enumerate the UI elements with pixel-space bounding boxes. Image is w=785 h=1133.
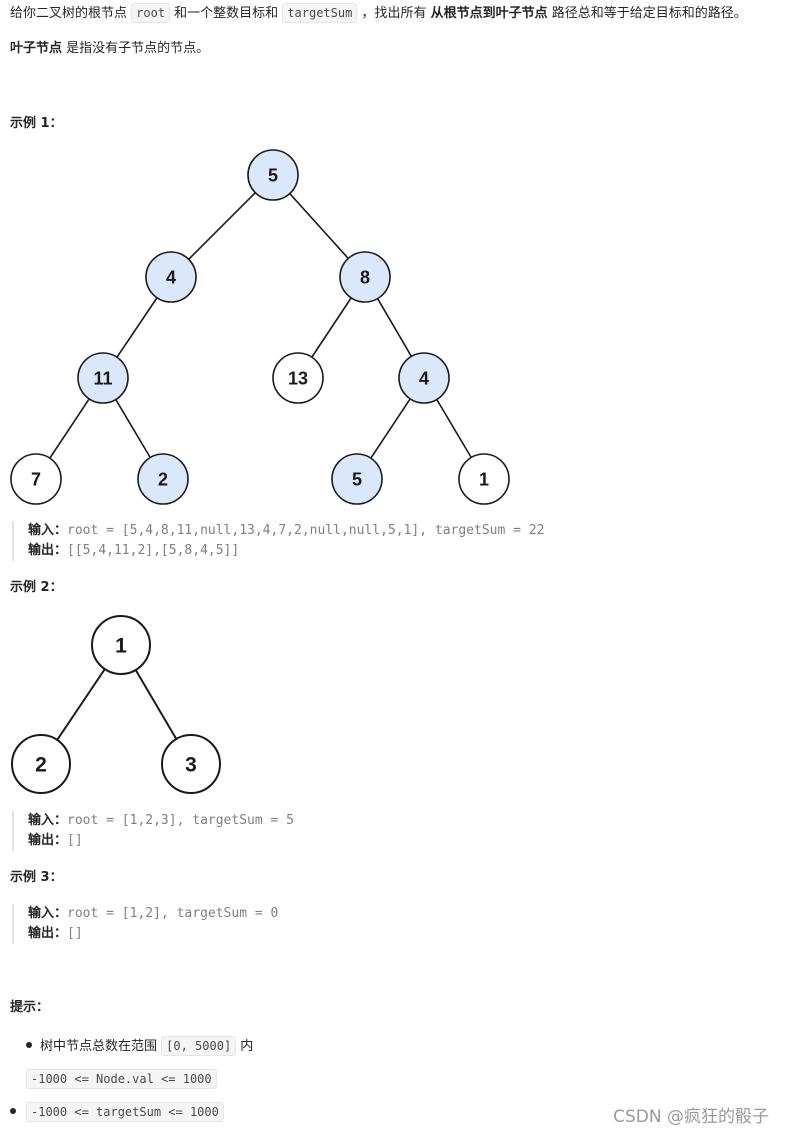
example2-output-key: 输出： <box>28 833 68 848</box>
tree1-node: 1 <box>458 453 510 505</box>
desc-text-4: 路径总和等于给定目标和的路径。 <box>547 6 747 21</box>
example1-input-key: 输入： <box>28 523 68 538</box>
tree1-node: 4 <box>145 251 197 303</box>
hints-title: 提示： <box>10 1000 50 1015</box>
example1-title: 示例 1： <box>10 116 63 131</box>
code-targetsum: targetSum <box>282 3 358 23</box>
tree1-node-label: 5 <box>352 469 362 489</box>
tree1-node: 5 <box>247 149 299 201</box>
tree1-node: 7 <box>10 453 62 505</box>
tree2-node-circle <box>91 615 151 675</box>
tree2-node-label: 3 <box>185 754 197 777</box>
desc-text-2: 和一个整数目标和 <box>170 6 283 21</box>
tree1-node-circle <box>247 149 299 201</box>
tree1-node-circle <box>272 352 324 404</box>
example1-input-value: root = [5,4,8,11,null,13,4,7,2,null,null… <box>67 523 545 538</box>
tree1-node: 5 <box>331 453 383 505</box>
example2-output-value: [] <box>67 833 83 848</box>
example1-output-line: 输出：[[5,4,11,2],[5,8,4,5]] <box>28 541 544 561</box>
desc-text-1: 给你二叉树的根节点 <box>10 6 132 21</box>
example1-tree-diagram: 5 4 8 11 13 4 7 2 5 1 <box>10 149 510 505</box>
problem-description: 给你二叉树的根节点 root 和一个整数目标和 targetSum ，找出所有 … <box>10 3 747 23</box>
example3-output-key: 输出： <box>28 926 68 941</box>
tree1-node-circle <box>137 453 189 505</box>
example2-title: 示例 2： <box>10 580 63 595</box>
example3-input-key: 输入： <box>28 906 68 921</box>
bullet-icon <box>10 1108 16 1114</box>
hint-suffix: 内 <box>236 1039 254 1054</box>
tree1-node-circle <box>339 251 391 303</box>
tree1-node-label: 1 <box>479 469 489 489</box>
example2-input-key: 输入： <box>28 813 68 828</box>
tree2-node-circle <box>11 734 71 794</box>
bullet-icon <box>26 1042 32 1048</box>
tree1-node-circle <box>145 251 197 303</box>
hint-code: -1000 <= targetSum <= 1000 <box>26 1102 224 1122</box>
tree1-node: 4 <box>398 352 450 404</box>
example3-title: 示例 3： <box>10 870 63 885</box>
example2-code-block: 输入：root = [1,2,3], targetSum = 5 输出：[] <box>12 811 294 851</box>
example2-output-line: 输出：[] <box>28 831 294 851</box>
leaf-node-term: 叶子节点 <box>10 41 63 56</box>
desc-bold-path: 从根节点到叶子节点 <box>430 6 548 21</box>
tree1-node-circle <box>398 352 450 404</box>
tree1-node-label: 7 <box>31 469 41 489</box>
tree1-node-label: 8 <box>360 267 370 287</box>
tree1-node-label: 2 <box>158 469 168 489</box>
tree1-node-label: 11 <box>93 368 112 388</box>
example1-output-key: 输出： <box>28 543 68 558</box>
tree1-node-label: 5 <box>268 165 278 185</box>
example2-input-line: 输入：root = [1,2,3], targetSum = 5 <box>28 811 294 831</box>
tree1-node-label: 13 <box>288 368 308 388</box>
tree1-node: 8 <box>339 251 391 303</box>
code-root: root <box>131 3 171 23</box>
hint-text: -1000 <= Node.val <= 1000 <box>26 1069 217 1089</box>
example3-output-line: 输出：[] <box>28 924 278 944</box>
example1-output-value: [[5,4,11,2],[5,8,4,5]] <box>67 543 240 558</box>
hint-prefix: 树中节点总数在范围 <box>40 1039 162 1054</box>
tree1-node-label: 4 <box>166 267 176 287</box>
hint-code: -1000 <= Node.val <= 1000 <box>26 1069 217 1089</box>
leaf-definition-text: 是指没有子节点的节点。 <box>62 41 210 56</box>
tree2-node-label: 2 <box>35 754 47 777</box>
tree1-node: 13 <box>272 352 324 404</box>
tree2-node: 2 <box>11 734 71 794</box>
tree2-node: 3 <box>161 734 221 794</box>
example3-output-value: [] <box>67 926 83 941</box>
tree1-node: 11 <box>77 352 129 404</box>
tree1-node-label: 4 <box>419 368 429 388</box>
tree2-node-circle <box>161 734 221 794</box>
example1-code-block: 输入：root = [5,4,8,11,null,13,4,7,2,null,n… <box>12 521 544 561</box>
hint-text: 树中节点总数在范围 [0, 5000] 内 <box>40 1036 253 1056</box>
hint-text: -1000 <= targetSum <= 1000 <box>26 1102 224 1122</box>
example3-input-line: 输入：root = [1,2], targetSum = 0 <box>28 904 278 924</box>
tree1-node: 2 <box>137 453 189 505</box>
tree2-node-label: 1 <box>115 635 127 658</box>
example3-input-value: root = [1,2], targetSum = 0 <box>67 906 279 921</box>
example2-tree-diagram: 1 2 3 <box>11 615 221 794</box>
example1-input-line: 输入：root = [5,4,8,11,null,13,4,7,2,null,n… <box>28 521 544 541</box>
tree1-node-circle <box>77 352 129 404</box>
csdn-watermark: CSDN @疯狂的骰子 <box>613 1107 769 1127</box>
example2-input-value: root = [1,2,3], targetSum = 5 <box>67 813 294 828</box>
example3-code-block: 输入：root = [1,2], targetSum = 0 输出：[] <box>12 904 278 944</box>
tree1-node-circle <box>331 453 383 505</box>
tree2-node: 1 <box>91 615 151 675</box>
desc-text-3: ，找出所有 <box>357 6 431 21</box>
tree1-node-circle <box>10 453 62 505</box>
tree1-node-circle <box>458 453 510 505</box>
leaf-definition: 叶子节点 是指没有子节点的节点。 <box>10 40 209 58</box>
hint-code: [0, 5000] <box>161 1036 237 1056</box>
